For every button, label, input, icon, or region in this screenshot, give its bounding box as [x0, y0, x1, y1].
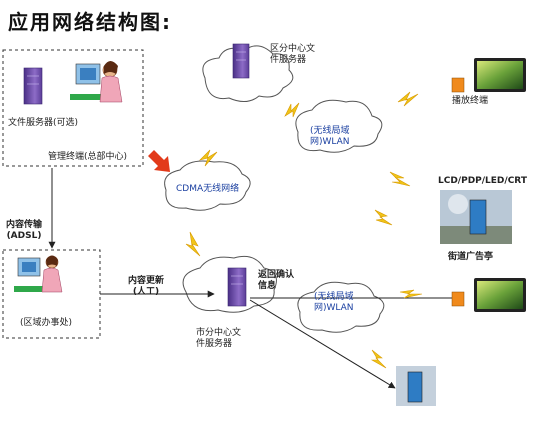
cloud-icon	[164, 160, 251, 211]
lightning-icon	[370, 349, 387, 369]
hq-dashed-box	[2, 49, 144, 167]
lightning-icon	[284, 102, 300, 118]
cloud-icon	[295, 99, 383, 153]
monitor-icon	[451, 58, 526, 93]
feedback-label: 返回确认 信息	[258, 270, 295, 291]
regional-office-label: (区域办事处)	[20, 318, 73, 328]
cdma-label: CDMA无线网络	[176, 184, 240, 194]
cloud-icon	[297, 281, 385, 333]
content-update-label: 内容更新 (人工)	[128, 276, 165, 297]
cloud-icon	[202, 45, 294, 102]
person-computer-icon	[70, 61, 123, 103]
server-icon	[232, 43, 250, 79]
content-transfer-label: 内容传输 (ADSL)	[6, 220, 43, 241]
lightning-icon	[399, 289, 423, 299]
diagram-title: 应用网络结构图:	[8, 10, 172, 34]
lightning-icon	[374, 209, 393, 226]
wlan-bottom-label: (无线局域 网)WLAN	[314, 292, 354, 313]
cloud-icon	[182, 255, 277, 313]
server-icon	[23, 67, 43, 105]
lightning-icon	[397, 91, 419, 107]
display-types-label: LCD/PDP/LED/CRT	[438, 176, 527, 186]
playback-terminal-label: 播放终端	[452, 96, 489, 106]
kiosk-icon	[396, 366, 436, 406]
red-arrow-icon	[148, 150, 170, 172]
person-computer-icon	[14, 255, 63, 293]
lightning-icon	[389, 171, 411, 187]
city-server-label: 市分中心文 件服务器	[196, 328, 242, 349]
lightning-icon	[185, 231, 201, 257]
district-server-label: 区分中心文 件服务器	[270, 44, 316, 65]
server-icon	[227, 267, 247, 307]
file-server-label: 文件服务器(可选)	[8, 118, 79, 128]
wlan-top-label: (无线局域 网)WLAN	[310, 126, 350, 147]
mgmt-terminal-label: 管理终端(总部中心)	[48, 152, 128, 162]
street-kiosk-label: 街道广告亭	[448, 252, 494, 262]
lightning-icon	[199, 149, 218, 167]
kiosk-icon	[440, 190, 512, 244]
monitor-icon	[451, 278, 526, 312]
